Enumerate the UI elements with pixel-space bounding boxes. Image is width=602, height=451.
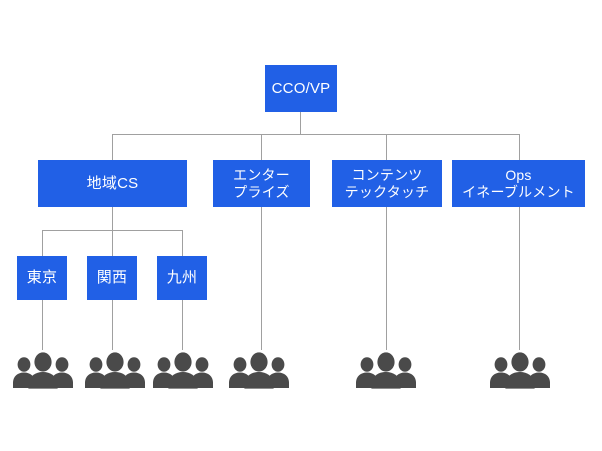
connector-kansai-to-team (112, 300, 113, 350)
node-enterprise[interactable]: エンター プライズ (213, 160, 310, 207)
node-kansai[interactable]: 関西 (87, 256, 137, 300)
people-group-icon-team-enterprise (228, 352, 290, 390)
connector-drop-enterprise (261, 134, 262, 160)
connector-regional-cs-stem (112, 207, 113, 230)
people-group-icon-team-kansai (84, 352, 146, 390)
node-content-techtouch-label: コンテンツ テックタッチ (344, 166, 430, 200)
node-kyushu[interactable]: 九州 (157, 256, 207, 300)
connector-drop-ops-enablement (519, 134, 520, 160)
connector-drop-regional-cs (112, 134, 113, 160)
people-group-icon-team-content-techtouch (355, 352, 417, 390)
people-group-icon-team-tokyo (12, 352, 74, 390)
node-kansai-label: 関西 (96, 269, 128, 286)
connector-drop-tokyo (42, 230, 43, 256)
connector-kyushu-to-team (182, 300, 183, 350)
node-tokyo-label: 東京 (26, 269, 58, 286)
node-ops-enablement-label: Ops イネーブルメント (462, 166, 575, 200)
node-content-techtouch[interactable]: コンテンツ テックタッチ (332, 160, 442, 207)
connector-content-techtouch-to-team (386, 207, 387, 350)
connector-tokyo-to-team (42, 300, 43, 350)
connector-drop-content-techtouch (386, 134, 387, 160)
node-tokyo[interactable]: 東京 (17, 256, 67, 300)
connector-level2-bus (112, 134, 519, 135)
connector-drop-kansai (112, 230, 113, 256)
node-regional-cs-label: 地域CS (86, 174, 139, 192)
connector-root-stem (300, 112, 301, 134)
people-group-icon-team-kyushu (152, 352, 214, 390)
people-group-icon-team-ops-enablement (489, 352, 551, 390)
connector-drop-kyushu (182, 230, 183, 256)
node-cco-vp-label: CCO/VP (271, 79, 331, 97)
connector-enterprise-to-team (261, 207, 262, 350)
node-ops-enablement[interactable]: Ops イネーブルメント (452, 160, 585, 207)
node-cco-vp[interactable]: CCO/VP (265, 65, 337, 112)
connector-ops-enablement-to-team (519, 207, 520, 350)
node-kyushu-label: 九州 (166, 269, 198, 286)
node-enterprise-label: エンター プライズ (233, 166, 290, 200)
node-regional-cs[interactable]: 地域CS (38, 160, 187, 207)
